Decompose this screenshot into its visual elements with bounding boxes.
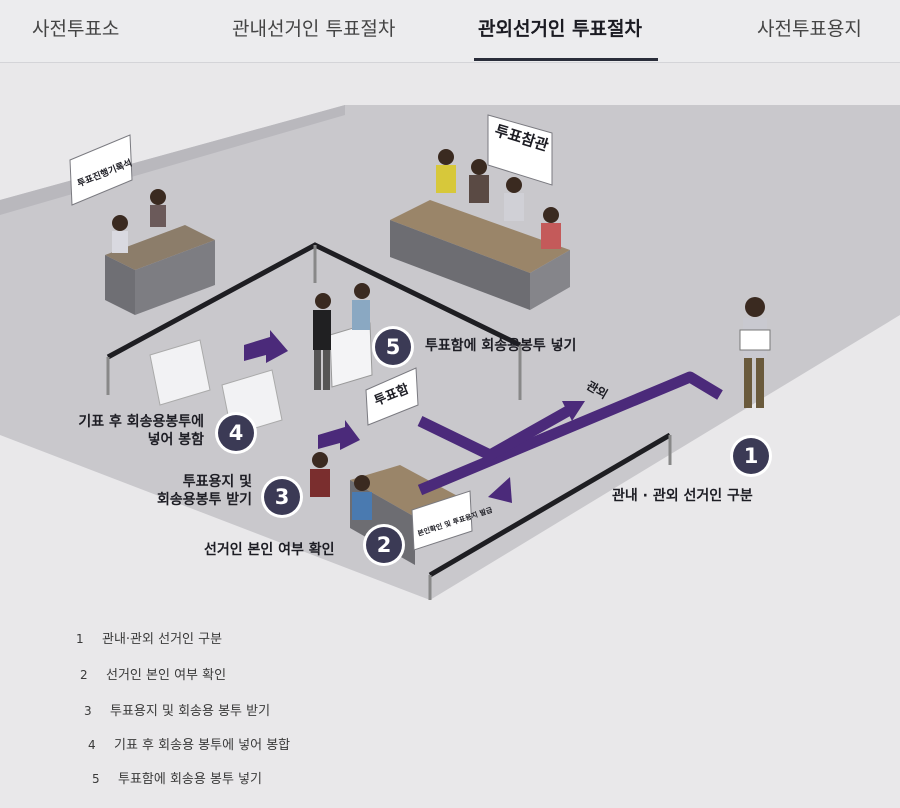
route-arrow-to-booth [318,420,360,450]
staff-person [354,475,370,491]
step-3-badge: 3 [264,479,300,515]
staff-person [112,215,128,231]
step-5-badge: 5 [375,329,411,365]
staff-person [312,452,328,468]
staff-person [354,283,370,299]
step-1-badge: 1 [733,438,769,474]
tab-in-district-procedure[interactable]: 관내선거인 투표절차 [232,18,396,40]
observer-person [438,149,454,165]
step-2-label: 선거인 본인 여부 확인 [204,542,335,558]
observers-desk [390,200,570,273]
step-2-badge: 2 [366,527,402,563]
step-4-label: 기표 후 회송용봉투에 넣어 봉함 [78,414,204,448]
verification-sign [411,490,473,551]
observer-person [506,177,522,193]
progress-desk-sign [69,134,133,206]
tab-bar: 사전투표소 관내선거인 투표절차 관외선거인 투표절차 사전투표용지 [0,0,900,63]
observer-person [543,207,559,223]
step-5-label: 투표함에 회송용봉투 넣기 [425,338,577,354]
voter-person [315,293,331,309]
active-tab-underline [474,58,658,61]
observers-sign [487,114,553,186]
step-1-label: 관내 · 관외 선거인 구분 [612,488,753,504]
staff-person [150,189,166,205]
room-floor [0,105,900,600]
route-arrow-to-box [244,330,288,363]
tab-out-of-district-procedure[interactable]: 관외선거인 투표절차 [478,18,642,40]
route-arrow-outside-voter [417,402,578,461]
voting-booth [149,339,211,406]
progress-desk [105,225,215,270]
tab-early-voting-station[interactable]: 사전투표소 [32,18,120,40]
rope-barrier [428,432,672,578]
ballot-box-sign [365,367,419,426]
isometric-room-drawing [0,105,900,600]
observer-person [471,159,487,175]
entering-voter [745,297,765,317]
route-arrow-to-desk [417,371,723,496]
ballot-box [329,322,373,388]
voting-procedure-illustration: 투표진행기록석 투표참관 투표함 본인확인 및 투표용지 발급 관외 1 관내 … [0,105,900,605]
step-3-label: 투표용지 및 회송용봉투 받기 [156,474,252,508]
step-4-badge: 4 [218,415,254,451]
tab-early-ballot[interactable]: 사전투표용지 [757,18,862,40]
